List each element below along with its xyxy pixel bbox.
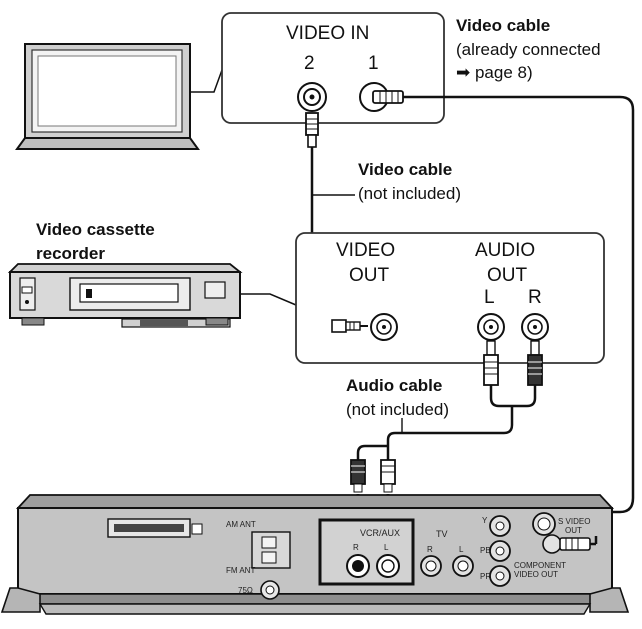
audio-cable-note: (not included) — [346, 400, 450, 419]
vcr-label-line1: Video cassette — [36, 220, 155, 239]
fm-ohm-label: 75Ω — [238, 586, 253, 595]
audio-plug-r — [527, 340, 543, 386]
audio-plug-receiver-r — [380, 459, 396, 493]
vcr-audio-l-label: L — [484, 287, 495, 308]
vcr-illustration — [7, 263, 243, 328]
audio-plug-l — [483, 340, 499, 386]
audio-cable-title: Audio cable — [346, 376, 443, 395]
vcr-video-out-plug — [331, 319, 368, 333]
video-in-2-plug — [305, 112, 319, 148]
tv-illustration — [15, 43, 200, 150]
s-video-out-label: OUT — [565, 526, 582, 535]
video-in-2-label: 2 — [304, 53, 315, 74]
vcr-aux-r-label: R — [353, 543, 359, 552]
component-video-out-label: VIDEO OUT — [514, 570, 559, 579]
video-cable-top-note1: (already connected — [456, 40, 601, 59]
vcr-video-label-2: OUT — [349, 265, 390, 286]
component-y-label: Y — [482, 516, 488, 525]
audio-cable-line — [356, 385, 537, 460]
tv-r-label: R — [427, 545, 433, 554]
tv-l-label: L — [459, 545, 464, 554]
receiver-illustration — [0, 494, 630, 615]
video-cable-top-title: Video cable — [456, 16, 551, 35]
vcr-video-out-jack — [370, 313, 398, 341]
vcr-aux-l-label: L — [384, 543, 389, 552]
tv-callout-line — [190, 69, 223, 93]
vcr-audio-label-1: AUDIO — [475, 240, 536, 261]
vcr-callout-line — [240, 293, 297, 306]
video-cable-top-note2: ➡ page 8) — [456, 63, 533, 82]
am-ant-label: AM ANT — [226, 520, 256, 529]
vcr-video-label-1: VIDEO — [336, 240, 396, 261]
component-label: COMPONENT — [514, 561, 566, 570]
tv-in-label: TV — [436, 529, 448, 539]
component-pb-label: PB — [480, 546, 491, 555]
fm-ant-label: FM ANT — [226, 566, 256, 575]
video-in-2-jack — [297, 82, 327, 112]
video-in-title: VIDEO IN — [286, 23, 370, 44]
vcr-audio-out-l-jack — [477, 313, 505, 341]
vcr-label-line2: recorder — [36, 244, 105, 263]
s-video-label: S VIDEO — [558, 517, 591, 526]
video-cable-mid-note: (not included) — [358, 184, 462, 203]
vcr-audio-label-2: OUT — [487, 265, 528, 286]
vcr-audio-r-label: R — [528, 287, 542, 308]
component-pr-label: PR — [480, 572, 492, 581]
video-in-1-label: 1 — [368, 53, 379, 74]
video-cable-mid-title: Video cable — [358, 160, 453, 179]
vcr-audio-out-r-jack — [521, 313, 549, 341]
audio-plug-receiver-l — [350, 459, 366, 493]
vcr-aux-label: VCR/AUX — [360, 528, 401, 538]
